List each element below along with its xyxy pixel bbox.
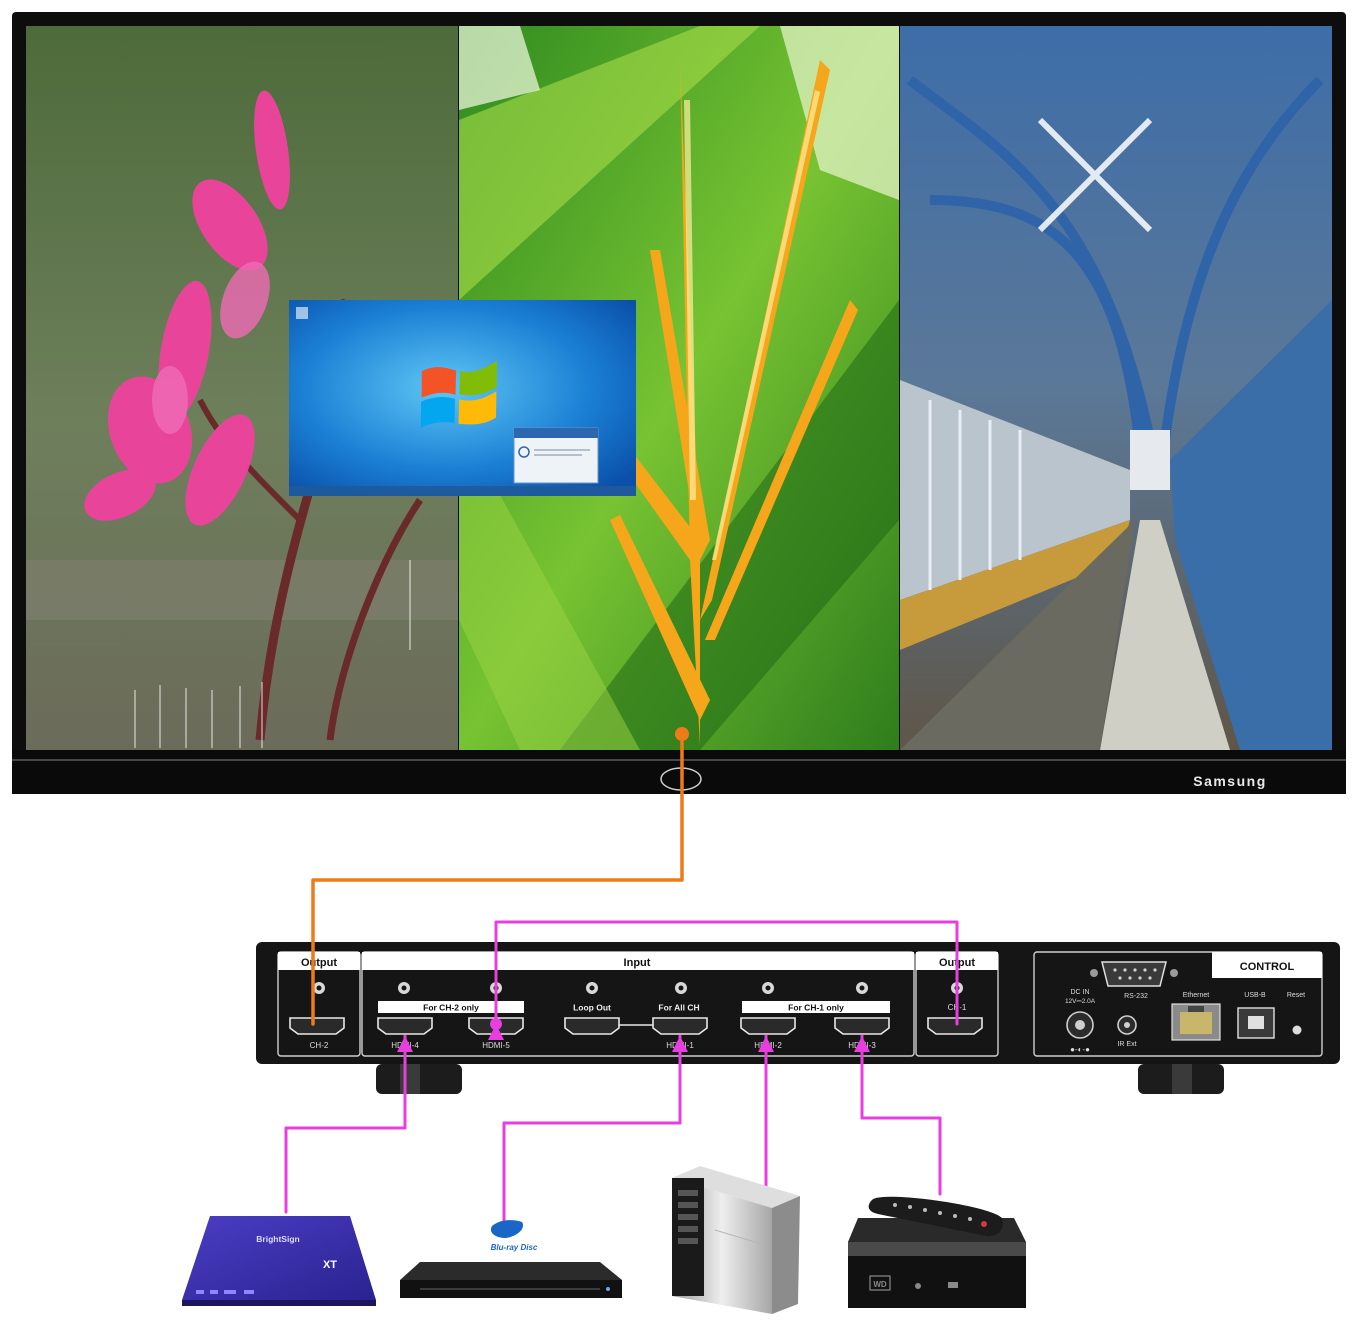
- tv-display: Samsung: [12, 12, 1346, 794]
- hdmi-port-icon: [834, 1017, 890, 1035]
- tv-bezel: [12, 750, 1346, 794]
- cables: [284, 727, 959, 1224]
- reset-hole-icon: [1292, 1025, 1302, 1035]
- port-label-ch2: CH-2: [310, 1041, 329, 1050]
- media-player-brand-label: WD: [873, 1280, 887, 1289]
- device-brightsign-player: BrightSign XT: [182, 1216, 376, 1306]
- label-reset: Reset: [1287, 992, 1305, 999]
- serial-port-icon: [1101, 961, 1167, 987]
- brightsign-brand-label: BrightSign: [256, 1234, 299, 1244]
- polarity-icon: ●-◐-●: [1070, 1045, 1090, 1054]
- port-ethernet[interactable]: Ethernet: [1171, 992, 1221, 1041]
- label-usb-b: USB-B: [1244, 992, 1266, 999]
- label-dc-spec: 12V⎓2.0A: [1065, 998, 1096, 1005]
- hdmi-port-icon: [927, 1017, 983, 1035]
- pip-window-desktop: [289, 300, 636, 496]
- cable-hdmi5-to-ch1: [494, 920, 959, 1026]
- section-label-output-left: Output: [301, 957, 337, 969]
- cable-brightsign-to-hdmi4: [284, 1034, 407, 1214]
- device-media-player: WD: [848, 1196, 1026, 1308]
- button-reset[interactable]: Reset: [1287, 992, 1305, 1035]
- port-dc-in[interactable]: DC IN 12V⎓2.0A ●-◐-●: [1065, 989, 1096, 1054]
- port-output-ch2[interactable]: CH-2: [289, 1017, 345, 1050]
- group-label-ch1-only: For CH-1 only: [788, 1003, 844, 1013]
- label-ethernet: Ethernet: [1183, 992, 1210, 999]
- label-ir-ext: IR Ext: [1117, 1041, 1136, 1048]
- cable-output-to-tv: [311, 732, 684, 1026]
- device-bluray-player: Blu-ray Disc: [400, 1220, 622, 1298]
- port-rs232[interactable]: RS-232: [1090, 961, 1178, 1000]
- port-label-loop-out: Loop Out: [573, 1003, 611, 1013]
- port-ir-ext[interactable]: IR Ext: [1117, 1015, 1137, 1048]
- port-label-hdmi5: HDMI-5: [482, 1041, 510, 1050]
- brightsign-model-label: XT: [323, 1259, 337, 1271]
- hdmi-port-icon: [740, 1017, 796, 1035]
- bluray-logo-icon: Blu-ray Disc: [491, 1220, 538, 1252]
- section-label-control: CONTROL: [1240, 961, 1295, 973]
- windows-logo-icon: [420, 360, 498, 429]
- hdmi-port-icon: [652, 1017, 708, 1035]
- cable-bluray-to-hdmi1: [502, 1034, 682, 1224]
- hdmi-port-icon: [377, 1017, 433, 1035]
- remote-control-icon: [868, 1196, 1003, 1237]
- tv-brand-label: Samsung: [1193, 773, 1267, 789]
- cable-mediaplayer-to-hdmi3: [860, 1034, 942, 1196]
- hdmi-port-icon: [289, 1017, 345, 1035]
- device-media-server: [672, 1166, 800, 1314]
- screen-panel-monorail: [900, 26, 1332, 750]
- group-label-all-ch: For All CH: [658, 1003, 699, 1013]
- label-dc-in: DC IN: [1070, 989, 1089, 996]
- port-usb-b[interactable]: USB-B: [1237, 992, 1275, 1039]
- hdmi-port-icon: [564, 1017, 620, 1035]
- section-label-input: Input: [624, 957, 651, 969]
- port-loop-out[interactable]: Loop Out: [564, 1003, 620, 1035]
- label-rs232: RS-232: [1124, 993, 1148, 1000]
- cable-end-dot-tv: [675, 727, 689, 741]
- group-label-ch2-only: For CH-2 only: [423, 1003, 479, 1013]
- video-wall-controller: Output Input Output CONTROL For CH-2 onl…: [256, 942, 1340, 1094]
- bluray-logo-text: Blu-ray Disc: [491, 1243, 538, 1252]
